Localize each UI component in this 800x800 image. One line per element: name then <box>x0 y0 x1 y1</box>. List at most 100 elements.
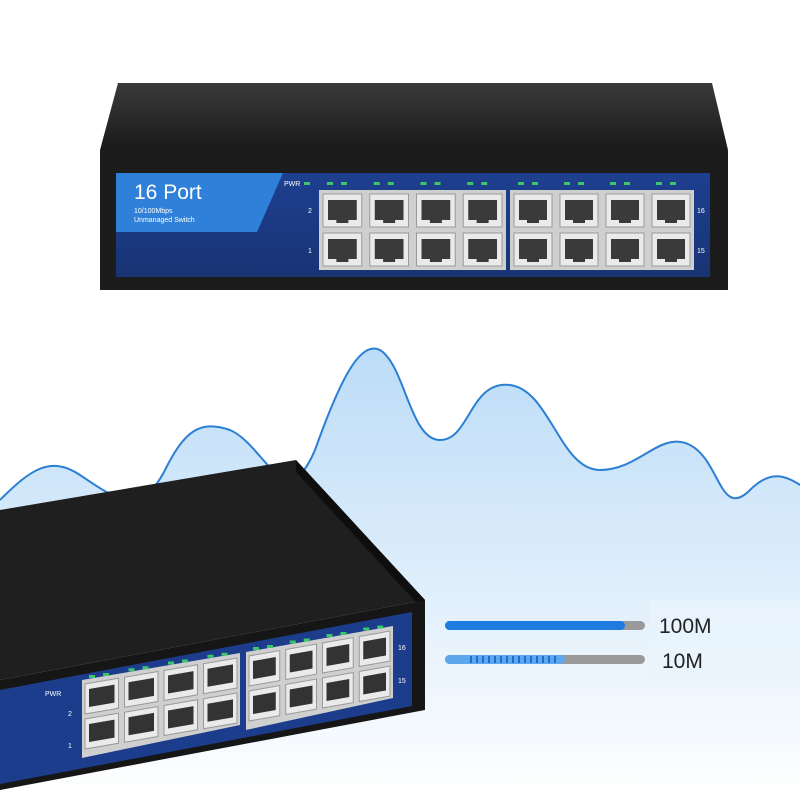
angled-port-block <box>246 626 393 730</box>
angled-link-led <box>267 645 273 648</box>
slow-bar-stripe <box>518 656 520 663</box>
angled-rj45-socket <box>326 678 350 701</box>
pwr-led <box>304 182 310 185</box>
slow-bar-stripe <box>536 656 538 663</box>
badge-speed: 10/100Mbps <box>134 208 173 215</box>
link-led <box>467 182 474 185</box>
angled-rj45-socket <box>207 664 233 687</box>
angled-link-led <box>340 632 347 635</box>
link-led <box>532 182 538 185</box>
slow-bar-stripe <box>548 656 550 663</box>
angled-link-led <box>207 654 214 658</box>
angled-rj45-socket <box>89 719 115 742</box>
link-led <box>373 182 380 185</box>
link-led <box>420 182 427 185</box>
link-led <box>481 182 488 185</box>
angled-rj45-socket <box>253 691 276 714</box>
slow-bar-stripe <box>488 656 490 663</box>
fast-speed-label: 100M <box>659 615 712 638</box>
slow-bar-stripe <box>530 656 532 663</box>
angled-link-led <box>103 673 109 676</box>
rj45-clip <box>665 257 677 262</box>
switch-top-face <box>100 83 728 150</box>
port-number-16: 16 <box>697 208 705 215</box>
rj45-clip <box>619 257 631 262</box>
angled-pwr-label: PWR <box>45 691 61 698</box>
angled-rj45-ports <box>82 626 393 758</box>
rj45-socket <box>328 239 357 259</box>
badge-title: 16 Port <box>134 181 202 204</box>
port-number-2: 2 <box>308 208 312 215</box>
rj45-clip <box>383 218 396 223</box>
angled-link-led <box>377 625 384 629</box>
rj45-clip <box>527 218 539 223</box>
rj45-ports <box>319 190 694 270</box>
port-leds <box>327 182 676 185</box>
angled-link-led <box>363 627 370 631</box>
angled-link-led <box>303 638 310 642</box>
rj45-clip <box>336 218 349 223</box>
link-led <box>610 182 616 185</box>
angled-port-number-2: 2 <box>68 711 72 718</box>
rj45-socket <box>565 239 593 259</box>
slow-bar-stripe <box>482 656 484 663</box>
slow-bar-fill <box>445 655 565 664</box>
angled-port-number-1: 1 <box>68 743 72 750</box>
angled-rj45-socket <box>128 712 154 736</box>
rj45-clip <box>336 257 349 262</box>
rj45-clip <box>573 257 585 262</box>
slow-bar-stripe <box>494 656 496 663</box>
angled-link-led <box>182 659 188 663</box>
rj45-clip <box>476 218 489 223</box>
port-number-1: 1 <box>308 248 312 255</box>
switch-front-view: 16 Port 10/100Mbps Unmanaged Switch PWR … <box>100 83 728 290</box>
rj45-socket <box>565 200 593 220</box>
angled-port-number-15: 15 <box>398 678 406 685</box>
link-led <box>518 182 524 185</box>
slow-bar-stripe <box>542 656 544 663</box>
rj45-socket <box>374 200 404 220</box>
label-badge <box>116 173 283 232</box>
angled-link-led <box>142 666 149 670</box>
link-led <box>327 182 333 185</box>
rj45-socket <box>657 200 685 220</box>
angled-link-led <box>128 668 135 672</box>
rj45-socket <box>611 200 639 220</box>
angled-port-block <box>82 653 240 758</box>
angled-side <box>296 460 425 612</box>
angled-link-led <box>168 661 174 665</box>
link-led <box>341 182 347 185</box>
rj45-socket <box>519 239 547 259</box>
rj45-clip <box>429 218 442 223</box>
rj45-clip <box>573 218 585 223</box>
angled-port-number-16: 16 <box>398 645 406 652</box>
rj45-socket <box>519 200 547 220</box>
legend-backdrop <box>650 600 800 680</box>
angled-link-led <box>89 675 95 678</box>
angled-link-led <box>289 640 296 644</box>
slow-bar-stripe <box>500 656 502 663</box>
slow-bar-stripe <box>524 656 526 663</box>
link-led <box>670 182 676 185</box>
badge-type: Unmanaged Switch <box>134 217 195 224</box>
slow-bar-stripe <box>476 656 478 663</box>
rj45-clip <box>619 218 631 223</box>
angled-rj45-socket <box>207 699 233 722</box>
link-led <box>564 182 570 185</box>
switch-angled-view: PWR 2 1 16 15 <box>0 460 425 790</box>
slow-bar-stripe <box>506 656 508 663</box>
slow-bar-stripe <box>554 656 556 663</box>
angled-rj45-socket <box>128 677 154 701</box>
link-led <box>387 182 394 185</box>
rj45-clip <box>429 257 442 262</box>
rj45-socket <box>468 200 497 220</box>
speed-legend: 100M 10M <box>445 600 800 680</box>
rj45-socket <box>374 239 404 259</box>
angled-rj45-socket <box>289 685 313 708</box>
angled-rj45-socket <box>363 672 386 695</box>
angled-link-led <box>326 634 333 637</box>
angled-top-face <box>0 460 425 680</box>
rj45-socket <box>468 239 497 259</box>
angled-rj45-socket <box>363 637 386 660</box>
